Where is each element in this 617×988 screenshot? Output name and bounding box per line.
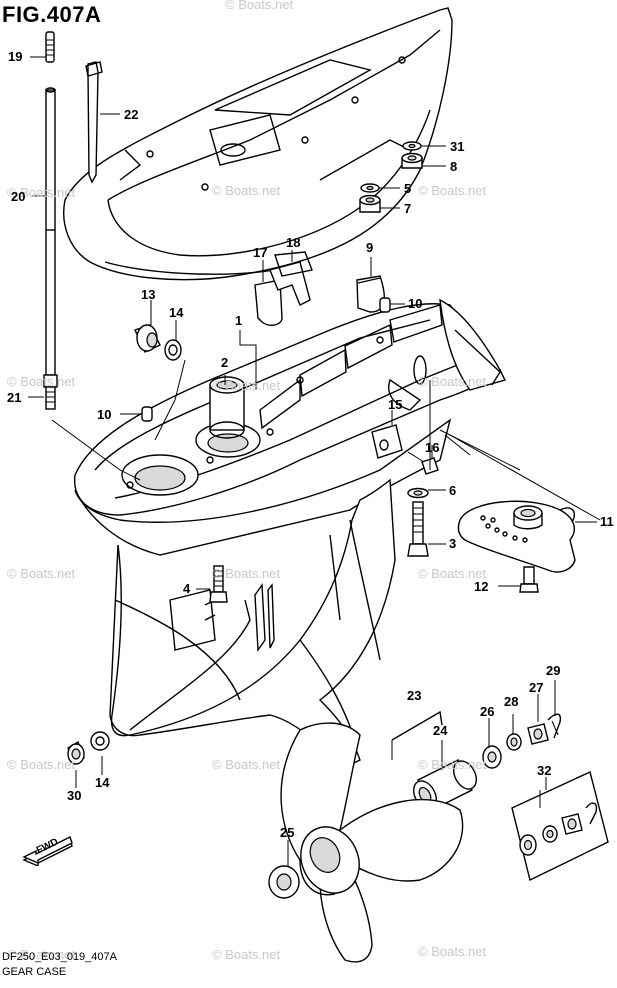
callout-32[interactable]: 32 [537, 763, 552, 778]
callout-3[interactable]: 3 [449, 536, 457, 551]
callout-17[interactable]: 17 [253, 245, 268, 260]
callout-21[interactable]: 21 [7, 390, 22, 405]
clips-17-18-9 [254, 251, 391, 326]
callout-4[interactable]: 4 [183, 581, 191, 596]
callout-2[interactable]: 2 [221, 355, 229, 370]
callout-10[interactable]: 10 [97, 407, 112, 422]
watermark: © Boats.net [7, 947, 76, 962]
callout-29[interactable]: 29 [546, 663, 561, 678]
callout-12[interactable]: 12 [474, 579, 489, 594]
propeller [268, 722, 464, 963]
callout-14[interactable]: 14 [169, 305, 184, 320]
bolt-4 [209, 565, 228, 603]
watermark: © Boats.net [212, 566, 281, 581]
anode-15-bolt-16 [371, 424, 439, 475]
watermark: © Boats.net [418, 183, 487, 198]
watermark: © Boats.net [212, 183, 281, 198]
callout-16[interactable]: 16 [425, 440, 440, 455]
watermark: © Boats.net [7, 185, 76, 200]
watermark: © Boats.net [212, 757, 281, 772]
callout-5[interactable]: 5 [404, 181, 412, 196]
leader-lines [28, 56, 601, 866]
shift-rod-assembly [43, 31, 103, 410]
watermark: © Boats.net [225, 0, 294, 12]
callout-8[interactable]: 8 [450, 159, 458, 174]
watermark: © Boats.net [418, 757, 487, 772]
bolt-3-washer-6 [407, 487, 429, 557]
fwd-arrow-icon [22, 836, 73, 866]
callout-13[interactable]: 13 [141, 287, 156, 302]
assembly-guide-line [439, 429, 521, 471]
callout-11[interactable]: 11 [600, 514, 614, 529]
callout-10[interactable]: 10 [408, 296, 423, 311]
callout-26[interactable]: 26 [480, 704, 495, 719]
callout-25[interactable]: 25 [280, 825, 295, 840]
figure-name: GEAR CASE [2, 966, 67, 978]
watermark: © Boats.net [418, 566, 487, 581]
watermark: © Boats.net [418, 374, 487, 389]
callout-6[interactable]: 6 [449, 483, 457, 498]
watermark: © Boats.net [7, 566, 76, 581]
watermark: © Boats.net [418, 944, 487, 959]
figure-code: DF250_E03_019_407A [2, 951, 117, 963]
watermark: © Boats.net [212, 378, 281, 393]
plug-13-washer-14 [134, 324, 182, 361]
callout-31[interactable]: 31 [450, 139, 465, 154]
callout-7[interactable]: 7 [404, 201, 412, 216]
callout-23[interactable]: 23 [407, 688, 422, 703]
callout-20[interactable]: 20 [11, 189, 26, 204]
gear-case-body [74, 298, 507, 771]
watermark: © Boats.net [7, 757, 76, 772]
callout-15[interactable]: 15 [388, 397, 403, 412]
plug-30-washer-14-lower [67, 731, 110, 766]
callout-24[interactable]: 24 [433, 723, 448, 738]
callout-18[interactable]: 18 [286, 235, 301, 250]
callout-22[interactable]: 22 [124, 107, 139, 122]
callout-30[interactable]: 30 [67, 788, 82, 803]
upper-cover [63, 7, 453, 281]
figure-title: FIG.407A [2, 2, 102, 27]
watermark: © Boats.net [7, 374, 76, 389]
watermark: © Boats.net [212, 947, 281, 962]
callout-14[interactable]: 14 [95, 775, 110, 790]
pin-10-left [141, 406, 153, 422]
callout-1[interactable]: 1 [235, 313, 243, 328]
callout-28[interactable]: 28 [504, 694, 519, 709]
trim-tab-11-bolt-12 [457, 500, 576, 593]
propeller-hardware-23 [391, 710, 562, 811]
kit-32 [511, 771, 609, 882]
callout-27[interactable]: 27 [529, 680, 544, 695]
callout-19[interactable]: 19 [8, 49, 23, 64]
callout-9[interactable]: 9 [366, 240, 374, 255]
